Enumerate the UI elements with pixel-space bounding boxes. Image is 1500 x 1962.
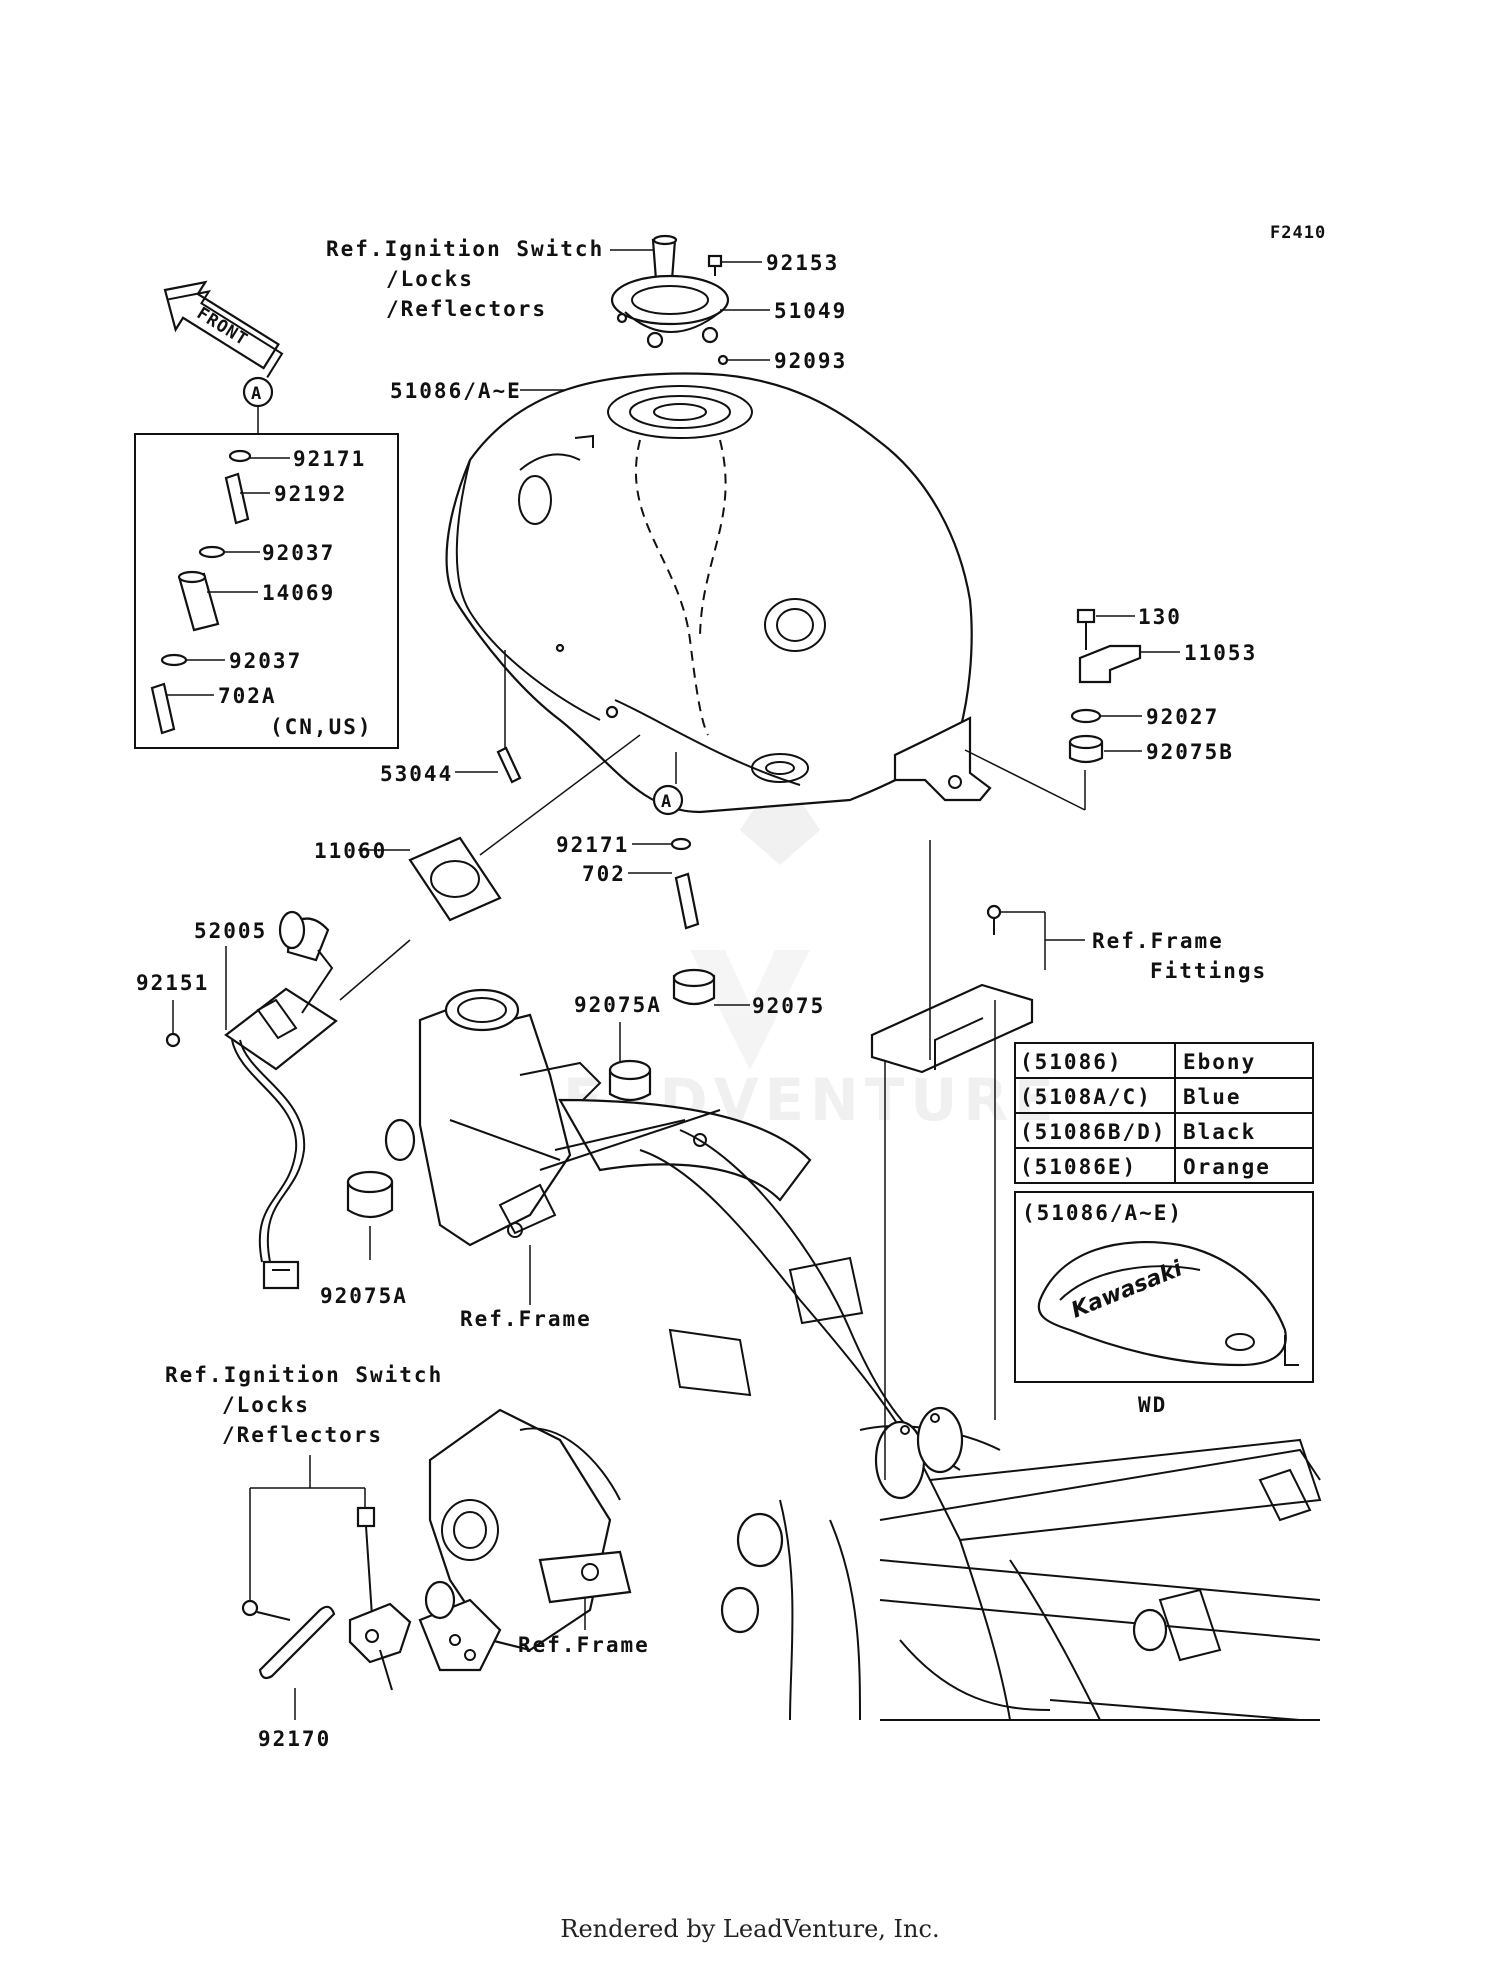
color-table-color-0: Ebony [1183, 1050, 1256, 1074]
bolt-130 [1076, 608, 1096, 650]
label-92075a-bottom: 92075A [320, 1284, 408, 1308]
bushing-92075 [672, 968, 716, 1006]
label-92192: 92192 [274, 482, 347, 506]
ignition-switch-bracket [241, 1506, 412, 1691]
label-702a: 702A [218, 684, 277, 708]
pipe-92170 [258, 1605, 336, 1680]
color-table-color-1: Blue [1183, 1085, 1242, 1109]
label-11060: 11060 [314, 839, 387, 863]
damper-92075b [1068, 734, 1104, 764]
gasket-11060 [408, 836, 502, 922]
color-table: (51086) Ebony (5108A/C) Blue (51086B/D) … [1014, 1042, 1314, 1184]
bracket-11053 [1078, 644, 1142, 684]
label-92153: 92153 [766, 251, 839, 275]
label-14069: 14069 [262, 581, 335, 605]
label-92171: 92171 [556, 833, 629, 857]
label-ref-frame-2: Ref.Frame [518, 1633, 650, 1657]
ref-ignition-bottom-line3: /Reflectors [222, 1423, 383, 1447]
fuel-cap-assembly [610, 234, 730, 349]
main-frame [639, 1129, 1322, 1721]
label-92151: 92151 [136, 971, 209, 995]
label-11053: 11053 [1184, 641, 1257, 665]
label-92075: 92075 [752, 994, 825, 1018]
screw-92151 [165, 1032, 181, 1048]
color-table-color-2: Black [1183, 1120, 1256, 1144]
pipe-702 [674, 872, 700, 930]
ref-ignition-bottom-line2: /Locks [222, 1393, 310, 1417]
strip-53044 [496, 746, 522, 784]
label-51049: 51049 [774, 299, 847, 323]
label-ref-frame-fittings-1: Ref.Frame [1092, 929, 1224, 953]
bushing-92075a-bottom [346, 1170, 394, 1219]
label-92093: 92093 [774, 349, 847, 373]
label-92075b: 92075B [1146, 740, 1234, 764]
tank-graphic-inset: (51086/A~E) Kawasaki WD [1014, 1191, 1314, 1417]
label-ref-frame-1: Ref.Frame [460, 1307, 592, 1331]
label-92037-a: 92037 [262, 541, 335, 565]
color-table-code-0: (51086) [1020, 1050, 1123, 1074]
frame-front [384, 988, 812, 1247]
color-table-code-2: (51086B/D) [1020, 1120, 1166, 1144]
color-table-color-3: Orange [1183, 1155, 1271, 1179]
collar-92027 [1070, 708, 1102, 724]
frame-fittings-bracket [870, 904, 1034, 1074]
bolt-92153 [707, 254, 723, 276]
ref-ignition-top-line3: /Reflectors [386, 297, 547, 321]
footer-credit: Rendered by LeadVenture, Inc. [560, 1915, 940, 1943]
color-table-code-1: (5108A/C) [1020, 1085, 1152, 1109]
ref-ignition-bottom-line1: Ref.Ignition Switch [165, 1363, 443, 1387]
label-52005: 52005 [194, 919, 267, 943]
callout-a-inset: A [251, 384, 262, 404]
bushing-92075a-top [608, 1059, 652, 1102]
label-130: 130 [1138, 605, 1182, 629]
fuel-pump-52005 [224, 910, 338, 1290]
color-table-code-3: (51086E) [1020, 1155, 1137, 1179]
frame-headstock [418, 1408, 632, 1672]
front-arrow: FRONT [163, 280, 284, 378]
tank-inset-title: (51086/A~E) [1022, 1201, 1183, 1225]
label-92027: 92027 [1146, 705, 1219, 729]
ref-ignition-top-line1: Ref.Ignition Switch [326, 237, 604, 261]
label-cn-us: (CN,US) [270, 715, 373, 739]
label-ref-frame-fittings-2: Fittings [1150, 959, 1267, 983]
fuel-tank [445, 372, 973, 814]
callout-a-tank: A [661, 792, 672, 812]
label-92037-b: 92037 [229, 649, 302, 673]
label-92075a-top: 92075A [574, 993, 662, 1017]
inset-part-list: A 92171 92192 92037 14069 92037 702A (CN… [134, 376, 399, 749]
label-702: 702 [582, 862, 626, 886]
watermark-logo: LEADVENTURE [520, 770, 1054, 1134]
figure-code: F2410 [1270, 223, 1326, 243]
label-92171-inset: 92171 [293, 447, 366, 471]
ref-ignition-top-line2: /Locks [386, 267, 474, 291]
tank-inset-caption: WD [1138, 1393, 1167, 1417]
label-51086: 51086/A~E [390, 379, 522, 403]
label-92170: 92170 [258, 1727, 331, 1751]
label-53044: 53044 [380, 762, 453, 786]
tank-rear-bracket [893, 716, 992, 802]
